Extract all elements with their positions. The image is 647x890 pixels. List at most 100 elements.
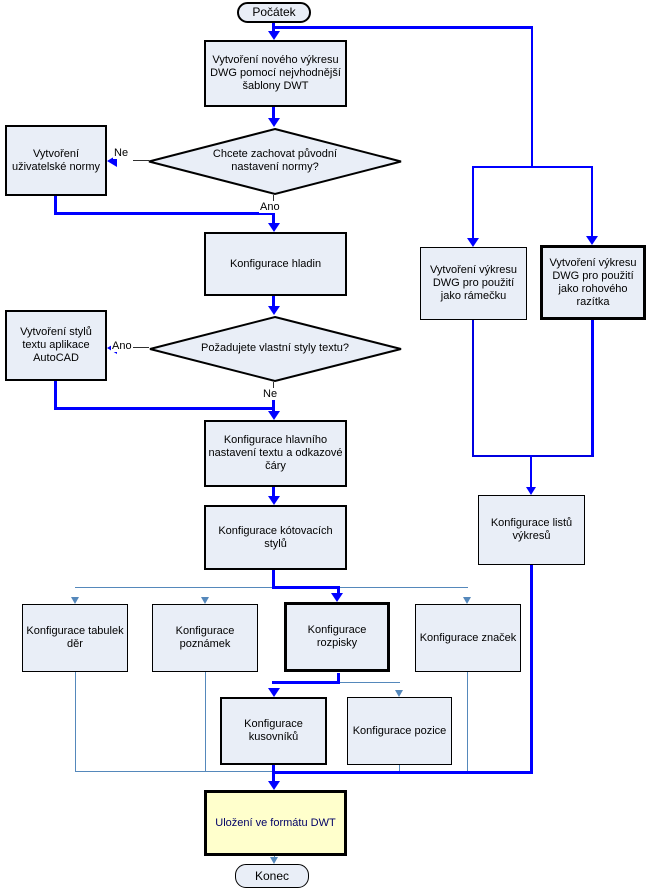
node-label: Konfigurace pozice (352, 724, 447, 737)
arrowhead-down-icon (268, 688, 280, 697)
flow-step-config-parts-list: Konfigurace rozpisky (284, 602, 390, 672)
arrowhead-down-icon (268, 411, 280, 420)
flow-step-config-position: Konfigurace pozice (347, 697, 452, 765)
flow-terminator-end: Konec (235, 864, 309, 888)
connector-line (75, 771, 341, 772)
edge-label-ne: Ne (113, 147, 130, 159)
connector-line (472, 166, 474, 240)
arrowhead-down-icon (268, 118, 280, 127)
connector-line (272, 765, 275, 783)
connector-line (54, 212, 275, 215)
connector-stub (273, 382, 274, 391)
flow-step-config-sheets: Konfigurace listů výkresů (478, 495, 585, 565)
flow-step-create-text-styles: Vytvoření stylů textu aplikace AutoCAD (5, 310, 107, 381)
connector-line (272, 570, 275, 588)
flow-step-config-hole-tables: Konfigurace tabulek děr (22, 604, 128, 672)
connector-line (337, 586, 340, 594)
connector-line (530, 565, 533, 774)
connector-line (591, 166, 593, 238)
node-label: Konfigurace poznámek (175, 625, 235, 650)
connector-line (272, 681, 340, 684)
connector-line (75, 587, 468, 588)
flow-step-config-dim-styles: Konfigurace kótovacích stylů (204, 505, 347, 570)
connector-line (591, 320, 594, 457)
flow-terminator-start: Počátek (237, 2, 311, 23)
connector-line (54, 381, 57, 410)
flow-step-config-symbols: Konfigurace značek (415, 604, 521, 672)
node-label: Konfigurace listů výkresů (490, 517, 573, 542)
node-label: Konfigurace tabulek děr (26, 625, 124, 650)
flow-step-create-dwg-stamp: Vytvoření výkresu DWG pro použití jako r… (540, 245, 646, 320)
node-label: Konfigurace kótovacích stylů (218, 524, 333, 550)
connector-line (274, 26, 533, 29)
arrowhead-down-icon (268, 223, 280, 232)
flow-decision-keep-norm: Chcete zachovat původní nastavení normy? (190, 140, 360, 182)
connector-line (272, 400, 275, 413)
connector-stub (133, 347, 149, 348)
node-label: Konfigurace kusovníků (244, 718, 303, 743)
flow-decision-text-styles: Požadujete vlastní styly textu? (190, 334, 360, 362)
edge-label-ano: Ano (259, 201, 281, 213)
connector-line (274, 771, 533, 774)
flow-step-create-new-dwg: Vytvoření nového výkresu DWG pomocí nejv… (204, 40, 347, 107)
arrowhead-down-icon (467, 238, 479, 247)
flow-step-create-user-norm: Vytvoření uživatelské normy (5, 125, 107, 196)
connector-line (272, 211, 275, 225)
node-label: Požadujete vlastní styly textu? (201, 341, 349, 354)
arrowhead-down-icon (268, 306, 280, 315)
connector-line (472, 166, 593, 168)
arrowhead-down-icon (395, 690, 403, 697)
connector-line (272, 107, 275, 120)
connector-line (54, 196, 57, 215)
arrowhead-down-icon (463, 597, 471, 604)
arrowhead-down-icon (270, 857, 278, 864)
node-label: Chcete zachovat původní nastavení normy? (212, 148, 338, 173)
connector-line (205, 672, 206, 772)
connector-line (340, 682, 400, 683)
connector-line (75, 672, 76, 772)
arrowhead-down-icon (526, 487, 536, 495)
connector-line (272, 487, 275, 498)
node-label: Počátek (252, 5, 296, 19)
node-label: Konfigurace hladin (229, 257, 322, 270)
connector-line (272, 296, 275, 308)
connector-line (337, 673, 340, 684)
node-label: Uložení ve formátu DWT (215, 816, 336, 829)
arrowhead-down-icon (586, 236, 598, 245)
flow-step-config-layers: Konfigurace hladin (204, 232, 347, 296)
flow-step-config-bom: Konfigurace kusovníků (220, 697, 327, 765)
node-label: Konfigurace hlavního nastavení textu a o… (208, 434, 343, 472)
decision-diamond-text-styles (149, 315, 402, 383)
node-label: Konfigurace rozpisky (307, 624, 367, 649)
flow-step-create-dwg-frame: Vytvoření výkresu DWG pro použití jako r… (420, 247, 527, 320)
connector-line (472, 455, 594, 457)
flow-step-config-text-leader: Konfigurace hlavního nastavení textu a o… (204, 420, 347, 487)
node-label: Vytvoření výkresu DWG pro použití jako r… (549, 256, 637, 308)
node-label: Vytvoření stylů textu aplikace AutoCAD (20, 326, 92, 364)
edge-label-ano: Ano (111, 340, 133, 352)
connector-stub (133, 160, 149, 161)
connector-line (530, 455, 532, 488)
arrowhead-down-icon (71, 597, 79, 604)
arrowhead-down-icon (268, 31, 280, 40)
node-label: Vytvoření nového výkresu DWG pomocí nejv… (210, 54, 341, 92)
connector-line (272, 22, 275, 33)
arrowhead-down-icon (268, 496, 280, 505)
flow-step-config-notes: Konfigurace poznámek (152, 604, 258, 672)
connector-line (272, 586, 340, 589)
connector-line (54, 407, 275, 410)
connector-line (472, 320, 474, 457)
flow-step-save-dwt: Uložení ve formátu DWT (204, 790, 347, 856)
arrowhead-left-icon (107, 155, 117, 167)
node-label: Vytvoření výkresu DWG pro použití jako r… (429, 264, 517, 302)
arrowhead-down-icon (201, 597, 209, 604)
edge-label-ne: Ne (262, 388, 279, 400)
arrowhead-down-icon (331, 593, 343, 602)
node-label: Konec (254, 868, 290, 883)
node-label: Konfigurace značek (419, 631, 517, 644)
arrowhead-down-icon (268, 781, 280, 790)
decision-diamond-norm (148, 127, 402, 196)
node-label: Vytvoření uživatelské normy (11, 147, 101, 173)
connector-line (531, 26, 533, 168)
